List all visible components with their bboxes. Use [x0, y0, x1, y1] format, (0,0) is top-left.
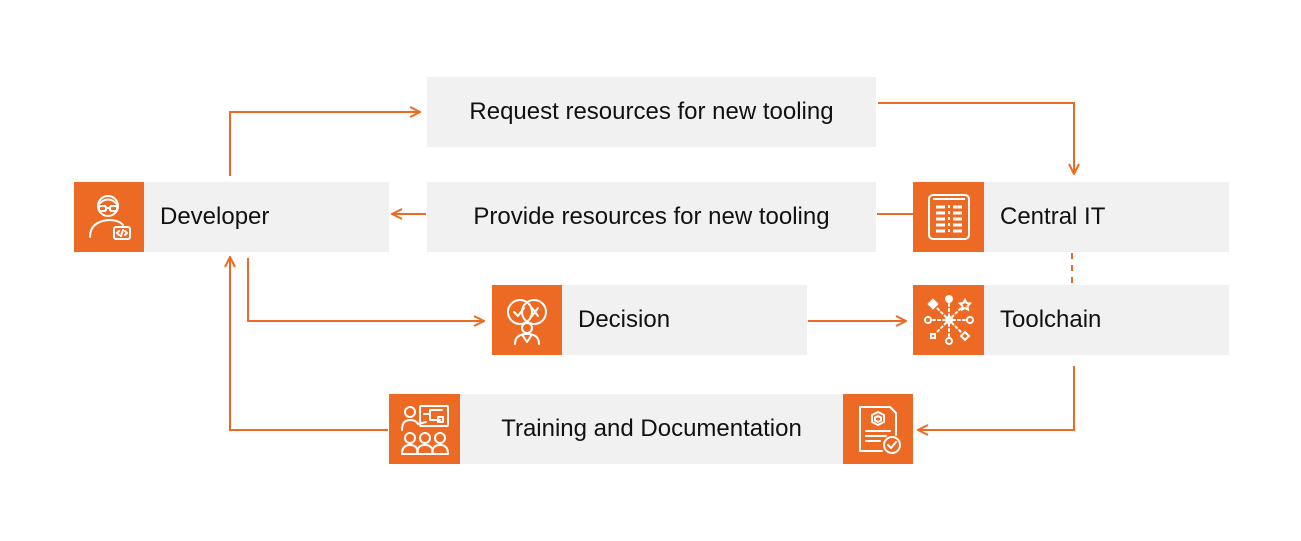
request-node: Request resources for new tooling: [427, 77, 876, 147]
training-node: Training and Documentation: [460, 394, 843, 464]
training-presentation-icon: [389, 394, 460, 464]
arrow-training-to-developer: [230, 257, 388, 431]
request-label: Request resources for new tooling: [469, 98, 834, 125]
provide-node: Provide resources for new tooling: [427, 182, 876, 252]
decision-icon: [492, 285, 562, 355]
arrow-toolchain-to-training: [918, 366, 1075, 430]
developer-icon: [74, 182, 144, 252]
decision-label: Decision: [578, 306, 671, 333]
developer-label: Developer: [160, 203, 270, 230]
developer-node: Developer: [144, 182, 389, 252]
toolchain-label: Toolchain: [1000, 306, 1102, 333]
central-it-node: Central IT: [984, 182, 1229, 252]
training-label: Training and Documentation: [501, 415, 802, 442]
provide-label: Provide resources for new tooling: [473, 203, 830, 230]
decision-node: Decision: [562, 285, 807, 355]
toolchain-icon: [913, 285, 984, 355]
server-rack-icon: [913, 182, 984, 252]
certified-document-icon: [843, 394, 913, 464]
arrow-request-to-central-it: [878, 102, 1074, 174]
toolchain-node: Toolchain: [984, 285, 1229, 355]
arrow-developer-to-decision: [247, 258, 484, 321]
central-it-label: Central IT: [1000, 203, 1106, 230]
arrow-developer-to-request: [229, 112, 420, 176]
